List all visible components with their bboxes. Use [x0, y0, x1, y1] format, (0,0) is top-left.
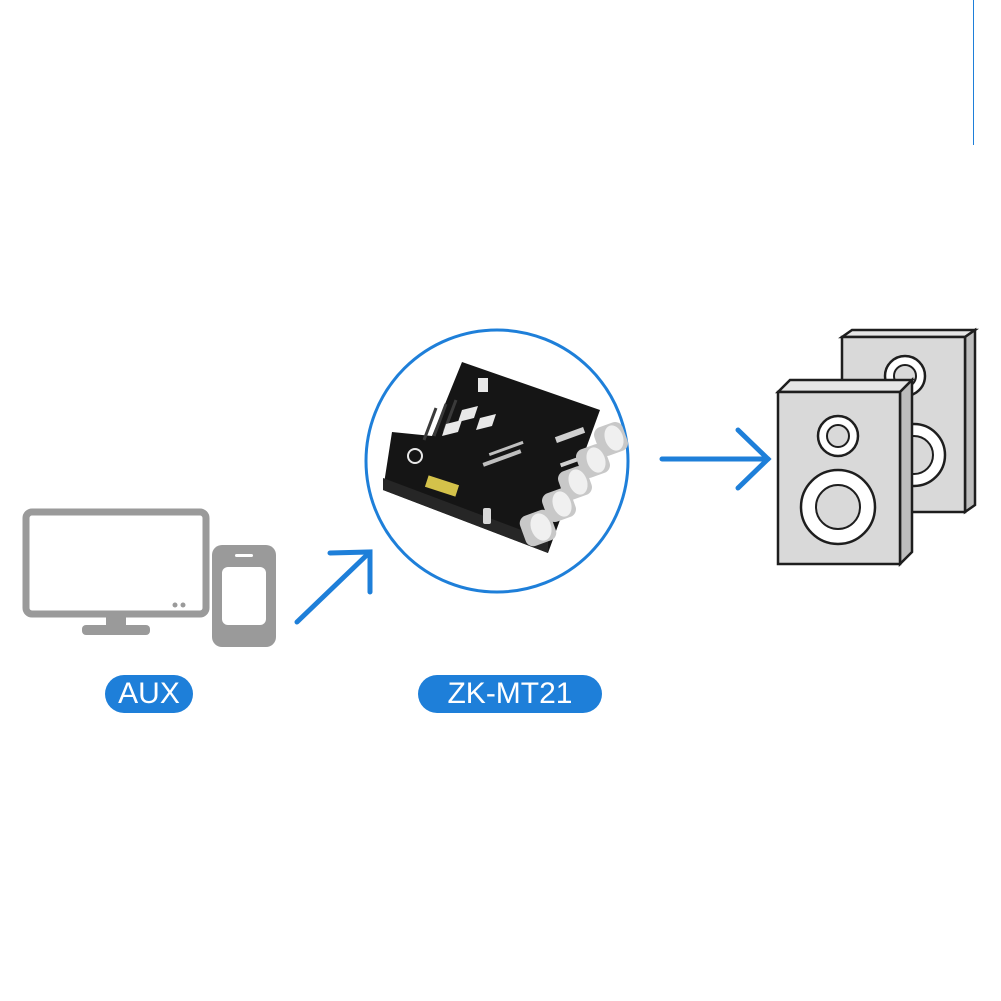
speakers-icon [774, 327, 979, 568]
amplifier-board-icon [364, 328, 630, 594]
monitor-icon [22, 508, 210, 635]
arrow-up-right-icon [294, 549, 373, 625]
module-label-badge: ZK-MT21 [418, 675, 602, 713]
frame-edge-line [973, 0, 974, 145]
source-label-badge: AUX [105, 675, 193, 713]
arrow-right-icon [659, 427, 772, 491]
phone-icon [212, 545, 276, 647]
